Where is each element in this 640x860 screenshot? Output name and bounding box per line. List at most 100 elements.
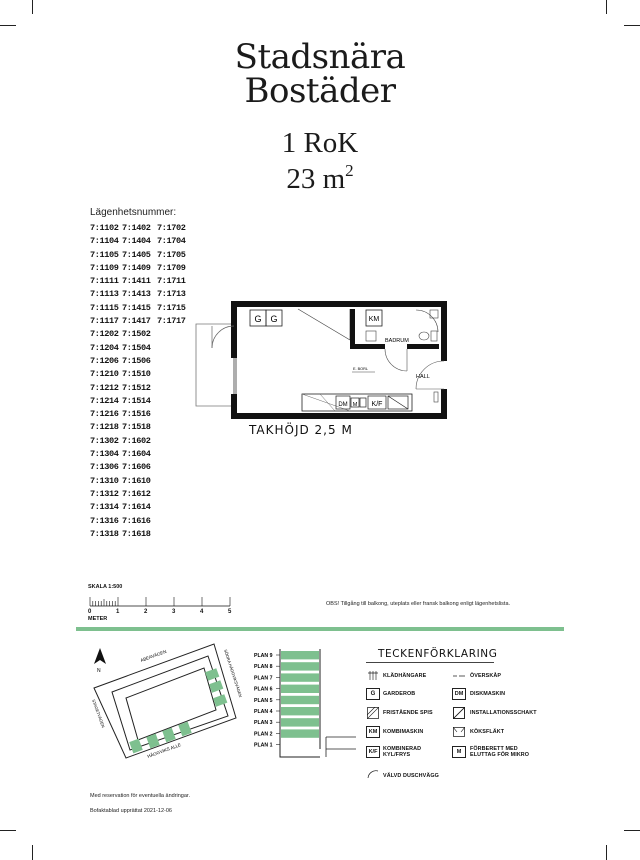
microwave-icon: M [452, 746, 466, 758]
unit-number: 7:1214 [90, 395, 119, 406]
floor-bar [281, 684, 319, 693]
floor-bar [281, 718, 319, 727]
unit-number: 7:1614 [122, 502, 151, 513]
section-divider [76, 627, 564, 631]
legend-microwave: FÖRBERETT MED ELUTTAG FÖR MIKRO [470, 746, 530, 759]
unit-number: 7:1310 [90, 475, 119, 486]
floor-plan: G G KM BADRUM HALL E. BORL DM M K/F [195, 301, 447, 419]
legend-shower: VÄLVD DUSCHVÄGG [383, 773, 439, 779]
legend-stove: FRISTÅENDE SPIS [383, 710, 433, 716]
unit-number: 7:1604 [122, 449, 151, 460]
date-note: Bofaktablad upprättat 2021-12-06 [90, 808, 172, 814]
ceiling-height: TAKHÖJD 2,5 M [249, 423, 353, 437]
unit-number: 7:1111 [90, 276, 119, 287]
unit-number: 7:1612 [122, 488, 151, 499]
unit-number: 7:1713 [157, 289, 186, 300]
unit-list-title: Lägenhetsnummer: [90, 207, 177, 218]
apartment-area: 23 m2 [0, 162, 640, 196]
unit-number: 7:1216 [90, 409, 119, 420]
legend-fridge: KOMBINERAD KYL/FRYS [383, 746, 422, 759]
dm-label: DM [338, 402, 347, 408]
legend-dishwasher: DISKMASKIN [470, 691, 506, 697]
unit-number: 7:1504 [122, 342, 151, 353]
floor-label: PLAN 1 [254, 743, 273, 749]
km-label: KM [369, 316, 380, 323]
wardrobe-label: G [254, 314, 261, 324]
unit-number: 7:1318 [90, 528, 119, 539]
unit-number: 7:1314 [90, 502, 119, 513]
dishwasher-icon: DM [452, 688, 466, 700]
crop-mark [32, 0, 33, 14]
unit-number: 7:1105 [90, 249, 119, 260]
legend-wardrobe: GARDEROB [383, 691, 416, 697]
floor-bar [281, 729, 319, 738]
site-plan: N ABEAVÄGEN STAGETVÄGEN SÖDRA HÄGGVIKSVÄ… [91, 643, 243, 759]
crop-mark [606, 845, 607, 860]
m-label: M [353, 402, 358, 408]
unit-number: 7:1502 [122, 329, 151, 340]
unit-number: 7:1113 [90, 289, 119, 300]
street-left-label: STAGETVÄGEN [91, 699, 106, 729]
scale-tick-label: 0 [88, 609, 92, 615]
unit-number: 7:1109 [90, 262, 119, 273]
unit-number: 7:1402 [122, 223, 151, 233]
wardrobe-icon: G [366, 688, 380, 700]
floor-label: PLAN 7 [254, 675, 273, 681]
balcony-note: OBS! Tillgång till balkong, uteplats ell… [326, 601, 511, 607]
crop-mark [606, 0, 607, 14]
unit-number: 7:1411 [122, 276, 151, 287]
hall-label: HALL [416, 374, 430, 380]
unit-number: 7:1711 [157, 276, 186, 287]
floor-bar [281, 673, 319, 682]
brand-logo: Stadsnära Bostäder [0, 40, 640, 108]
legend-shaft: INSTALLATIONSSCHAKT [470, 710, 537, 716]
legend-hood: KÖKSFLÄKT [470, 729, 505, 735]
unit-number: 7:1405 [122, 249, 151, 260]
unit-number: 7:1518 [122, 422, 151, 433]
scale-tick-label: 2 [144, 609, 148, 615]
stove-icon [366, 707, 380, 719]
kf-label: K/F [372, 401, 383, 408]
scale-label: SKALA 1:500 [88, 584, 123, 590]
unit-number: 7:1204 [90, 342, 119, 353]
wardrobe-label: G [270, 314, 277, 324]
crop-mark [32, 845, 33, 860]
unit-number: 7:1212 [90, 382, 119, 393]
unit-number: 7:1512 [122, 382, 151, 393]
badrum-label: BADRUM [385, 338, 409, 344]
area-superscript: 2 [345, 161, 354, 180]
hood-icon [452, 726, 466, 738]
scale-tick-label: 3 [172, 609, 176, 615]
unit-number: 7:1704 [157, 236, 186, 247]
unit-number: 7:1409 [122, 262, 151, 273]
unit-number: 7:1104 [90, 236, 119, 247]
crop-mark [0, 830, 16, 831]
unit-number: 7:1610 [122, 475, 151, 486]
legend-hanger: KLÄDHÄNGARE [383, 673, 427, 679]
unit-number: 7:1702 [157, 223, 186, 233]
floor-bar [281, 695, 319, 705]
unit-number: 7:1218 [90, 422, 119, 433]
unit-number: 7:1304 [90, 449, 119, 460]
scale-tick-label: 5 [228, 609, 232, 615]
crop-mark [624, 830, 640, 831]
room-count: 1 RoK [281, 127, 359, 159]
floor-bar [281, 662, 319, 671]
scale-unit: METER [88, 616, 108, 622]
brand-line-2: Bostäder [244, 71, 396, 111]
unit-number: 7:1618 [122, 528, 151, 539]
unit-number: 7:1510 [122, 369, 151, 380]
legend-cabinet: ÖVERSKÅP [470, 673, 502, 679]
north-label: N [97, 668, 101, 674]
unit-number: 7:1705 [157, 249, 186, 260]
unit-number: 7:1306 [90, 462, 119, 473]
unit-number: 7:1210 [90, 369, 119, 380]
floor-label: PLAN 5 [254, 698, 273, 704]
crop-mark [624, 25, 640, 26]
unit-number: 7:1206 [90, 355, 119, 366]
floor-label: PLAN 2 [254, 731, 273, 737]
unit-number: 7:1415 [122, 302, 151, 313]
street-top-label: ABEAVÄGEN [139, 648, 167, 663]
